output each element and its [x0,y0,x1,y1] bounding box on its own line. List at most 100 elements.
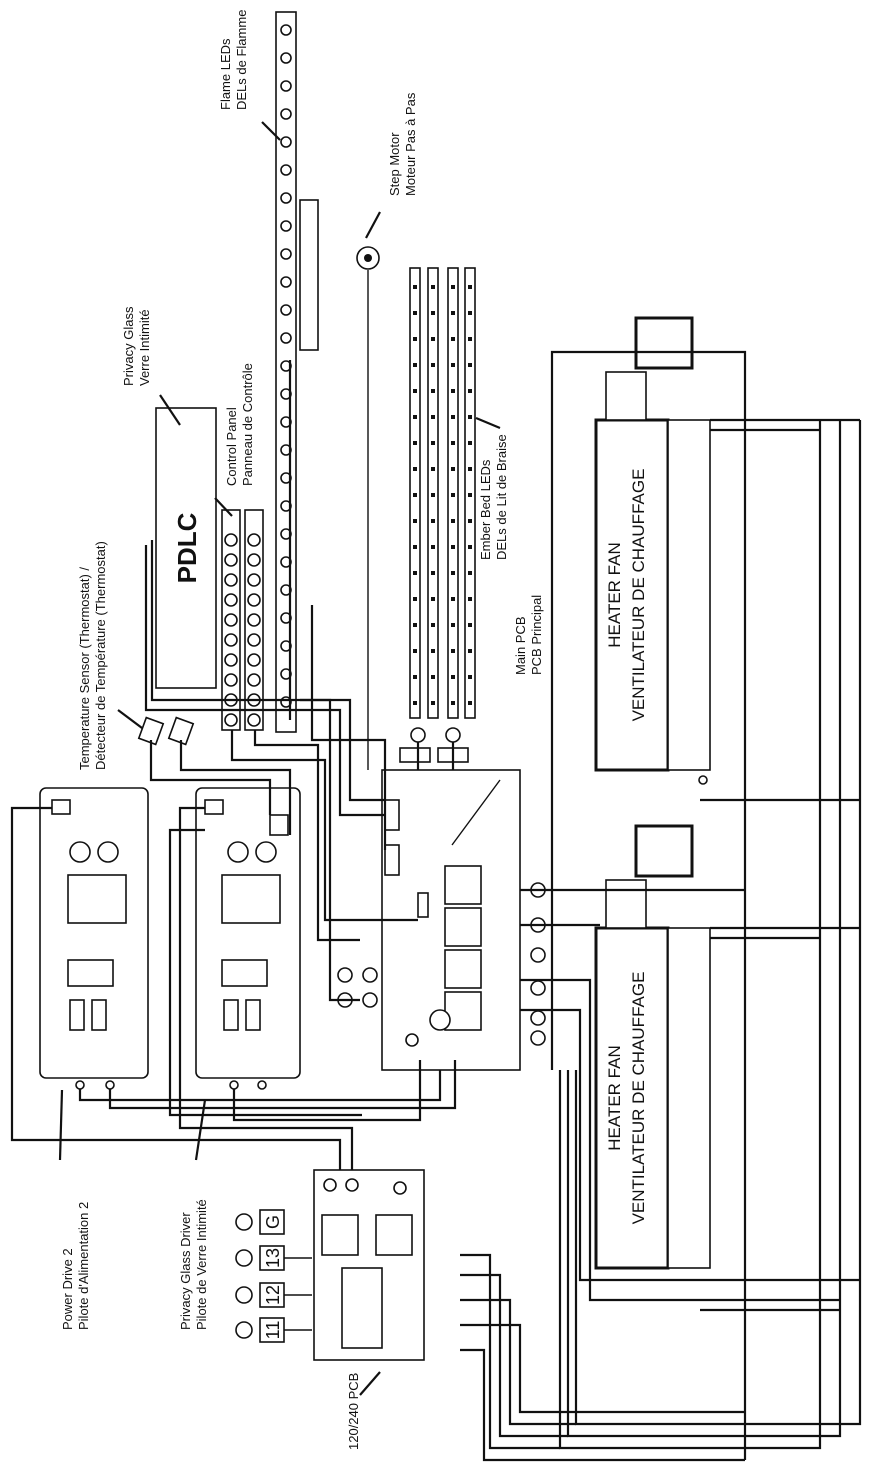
ember-led [431,493,435,497]
ember-led [468,701,472,705]
flame-led-strip-short [299,199,319,351]
ember-led [451,701,455,705]
terminal-box [259,1317,285,1343]
ember-led [468,597,472,601]
control-button [224,613,238,627]
control-panel [221,509,264,731]
control-panel-label-2: Panneau de Contrôle [240,363,255,486]
privacy-glass-label-2: Verre Intimité [137,309,152,386]
ember-led [468,441,472,445]
heater-fan-label-4: VENTILATEUR DE CHAUFFAGE [629,972,648,1225]
flame-led [280,304,292,316]
terminal-label: 13 [263,1248,283,1268]
ember-led [451,311,455,315]
ember-led [451,675,455,679]
privacy-driver-label-2: Pilote de Verre Intimité [194,1199,209,1330]
control-button [247,713,261,727]
pcb-terminal [362,967,378,983]
pcb-terminal [337,967,353,983]
wiring [10,350,862,1462]
ember-led [451,519,455,523]
ember-led [468,363,472,367]
main-pcb [337,747,546,1071]
control-button [224,633,238,647]
control-button [247,593,261,607]
flame-led [280,108,292,120]
ember-led [451,467,455,471]
ember-led [413,311,417,315]
pdlc-panel: PDLC [155,407,217,689]
control-button [247,673,261,687]
heater-fan-label-3: HEATER FAN [605,1045,624,1150]
ember-led [468,285,472,289]
control-button [224,573,238,587]
flame-led [280,80,292,92]
flame-led [280,192,292,204]
ember-led [413,285,417,289]
flame-led [280,220,292,232]
ember-bed-label-1: Ember Bed LEDs [478,459,493,560]
ember-led [451,649,455,653]
terminal-screw [235,1249,253,1267]
terminal-screw [235,1321,253,1339]
ember-led [413,519,417,523]
ember-led [431,467,435,471]
ember-led [468,623,472,627]
ember-led [468,493,472,497]
ember-led [413,467,417,471]
flame-led-strip-long [275,11,297,733]
ember-led [451,285,455,289]
step-motor-label-2: Moteur Pas à Pas [403,92,418,196]
ember-led [413,337,417,341]
heater-fan-top: HEATER FAN VENTILATEUR DE CHAUFFAGE [594,316,711,785]
flame-led [280,332,292,344]
flame-led [280,136,292,148]
terminal-label: 11 [263,1321,283,1340]
privacy-glass-driver-board [195,787,301,1090]
pcb-120-240-label: 120/240 PCB [346,1373,361,1450]
heater-fan-bottom: HEATER FAN VENTILATEUR DE CHAUFFAGE [594,824,711,1270]
ember-led [413,441,417,445]
step-motor [356,246,380,770]
ember-led [413,493,417,497]
flame-led [280,24,292,36]
ember-led [431,337,435,341]
control-button [247,573,261,587]
ember-led [431,675,435,679]
ember-led [413,649,417,653]
ember-led [413,571,417,575]
flame-led [280,248,292,260]
temperature-sensors [137,716,195,746]
privacy-driver-label-1: Privacy Glass Driver [178,1212,193,1330]
heater-fan-label-1: HEATER FAN [605,542,624,647]
pointer-arrows [58,121,501,1396]
ember-led [431,415,435,419]
step-motor-label-1: Step Motor [387,132,402,196]
ember-led [431,519,435,523]
labels: Flame LEDs DELs de Flamme Step Motor Mot… [60,10,544,1450]
ember-led [431,623,435,627]
ember-led [468,311,472,315]
ember-bed-label-2: DELs de Lit de Braise [494,434,509,560]
ember-led [468,519,472,523]
terminal-screw [235,1213,253,1231]
control-button [247,653,261,667]
flame-leds-label-2: DELs de Flamme [234,10,249,110]
power-drive-label-2: Pilote d'Alimentation 2 [76,1202,91,1330]
ember-led [468,337,472,341]
control-button [224,673,238,687]
ember-led [451,597,455,601]
ember-led [468,415,472,419]
flame-leds-label-1: Flame LEDs [218,38,233,110]
ember-led [468,649,472,653]
power-drive-label-1: Power Drive 2 [60,1248,75,1330]
ember-led [413,415,417,419]
ember-led [468,675,472,679]
ember-led [413,597,417,601]
control-button [224,553,238,567]
ember-led [431,571,435,575]
ember-led [451,415,455,419]
control-button [224,713,238,727]
power-drive-board [39,787,149,1090]
flame-led [280,276,292,288]
